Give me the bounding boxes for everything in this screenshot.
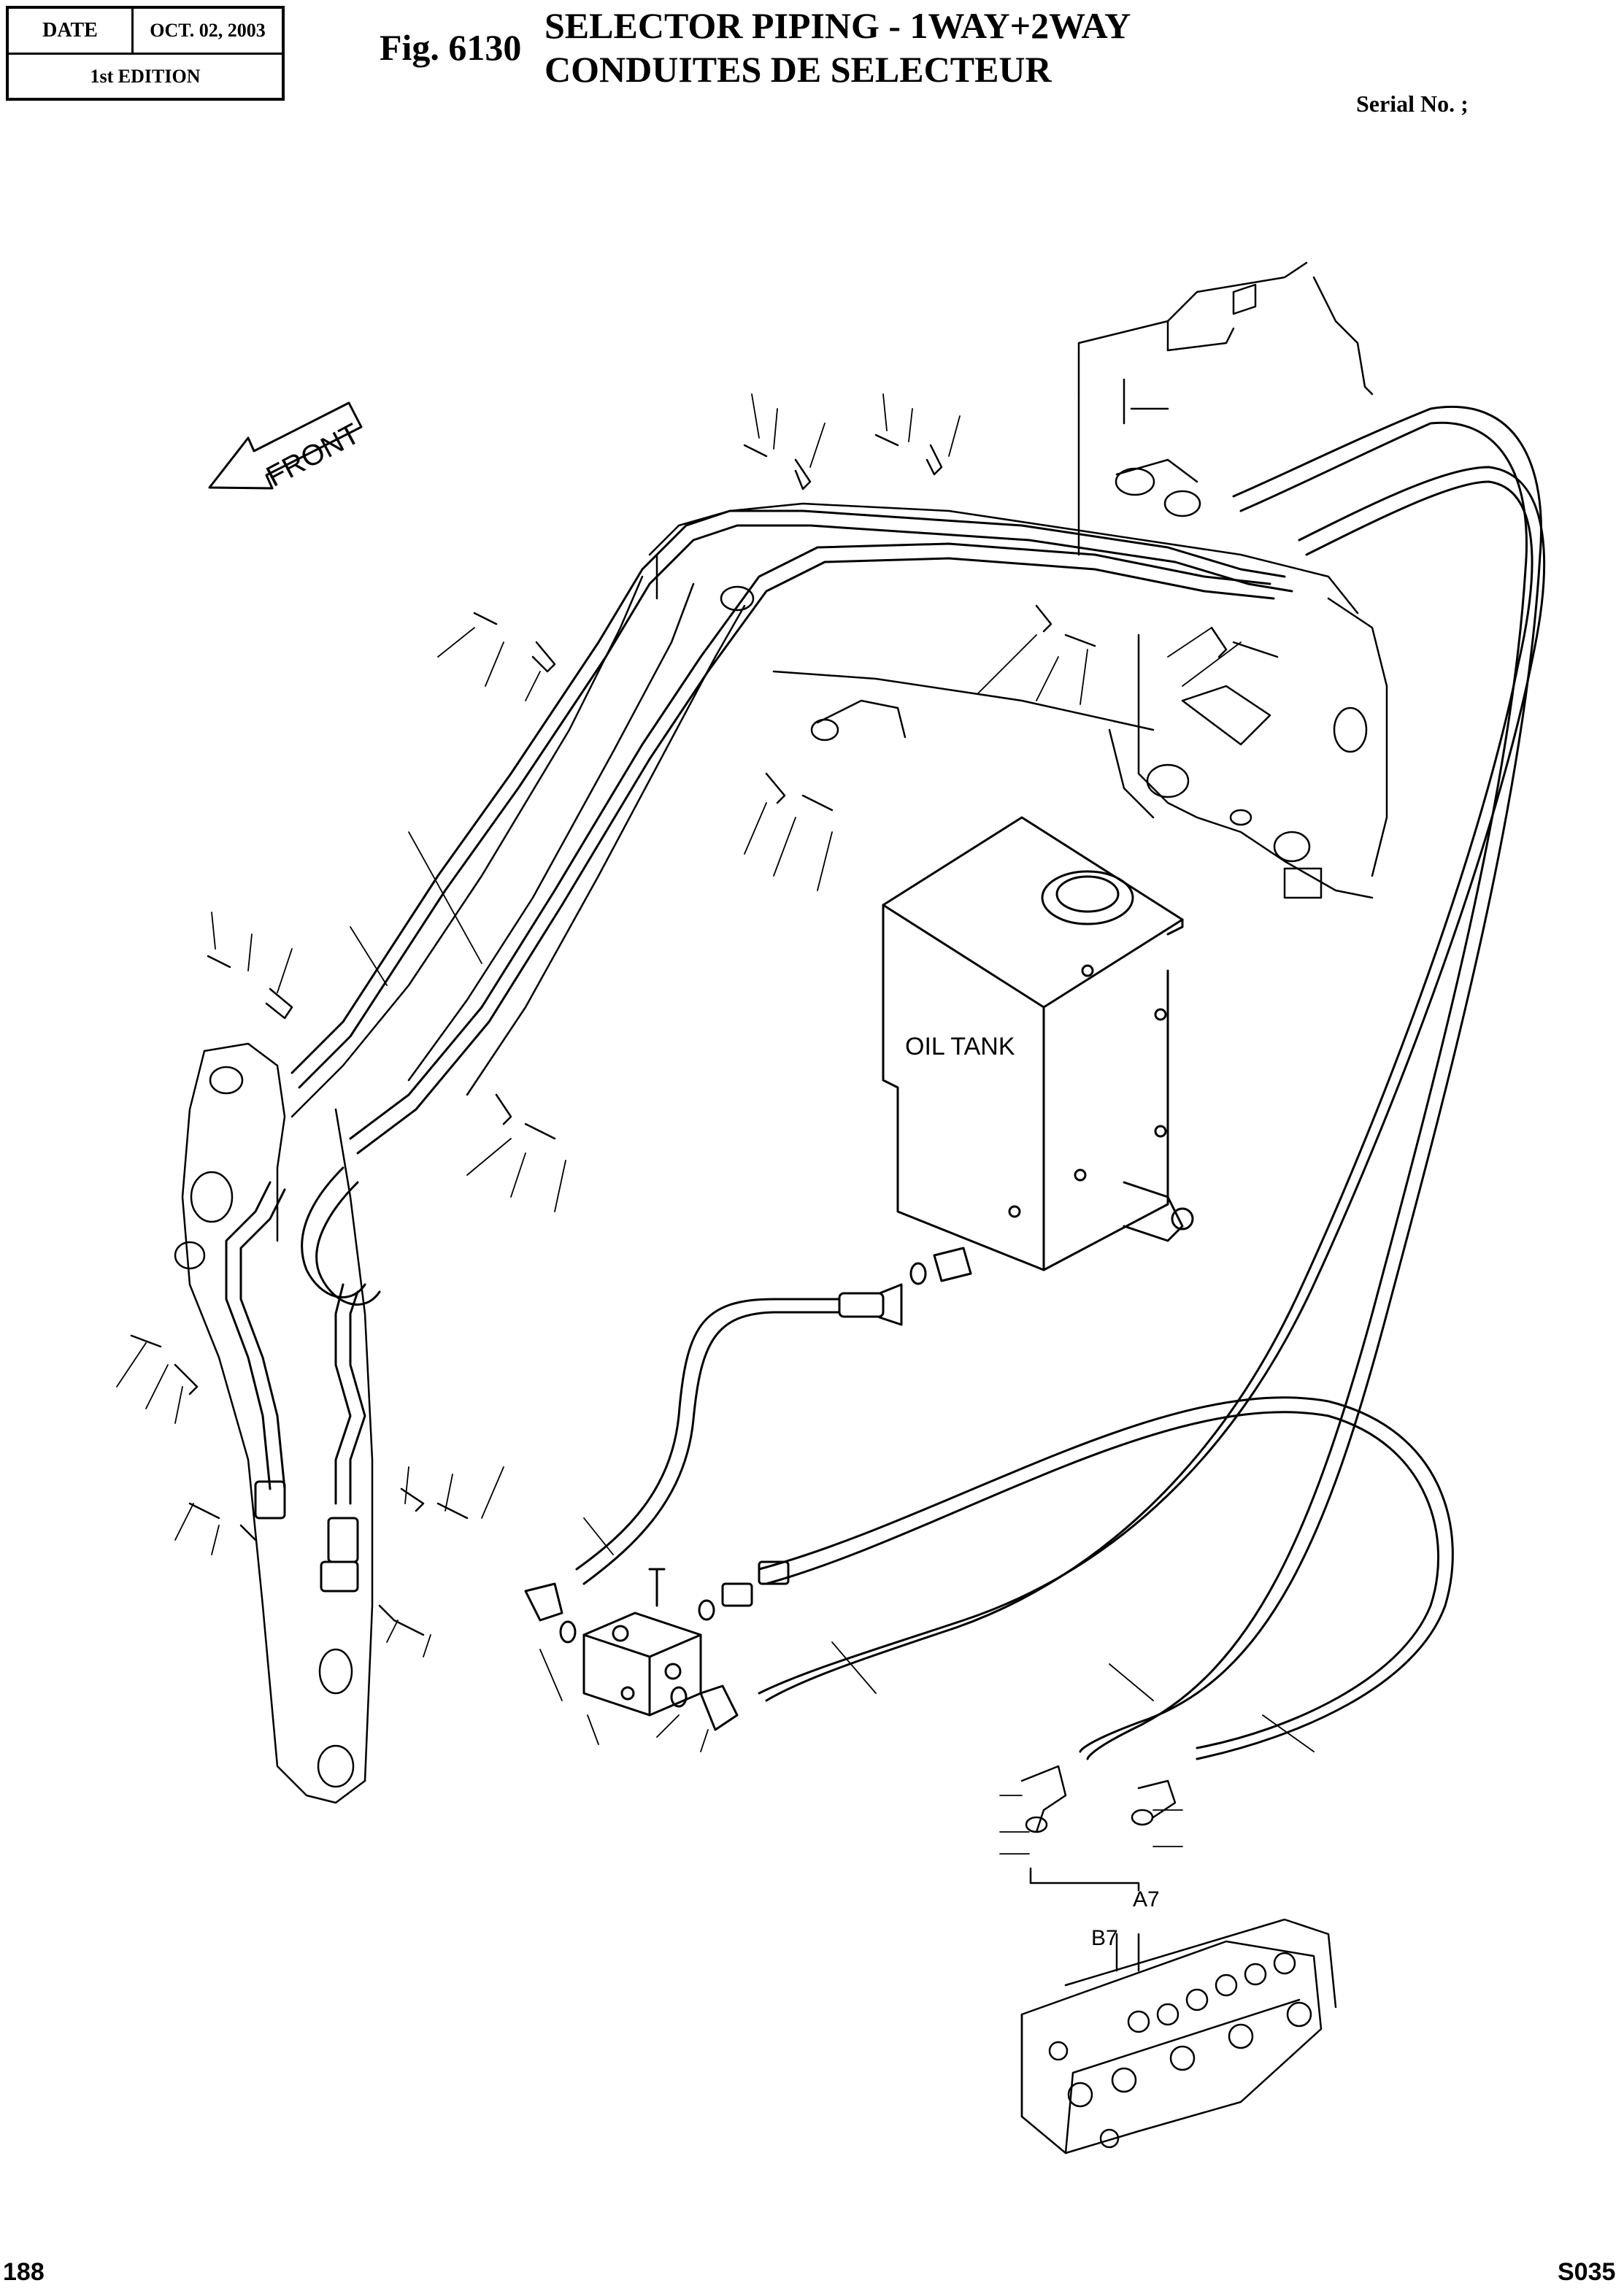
edition-label: 1st EDITION	[90, 66, 201, 87]
front-label: FRONT	[261, 417, 365, 493]
arm-outline	[174, 1042, 374, 1804]
clamp-bolts	[130, 434, 1279, 1636]
serial-number: Serial No. ;	[1356, 91, 1469, 117]
figure-number: Fig. 6130	[380, 27, 522, 68]
leader-lines	[116, 393, 1315, 1855]
title-english: SELECTOR PIPING - 1WAY+2WAY	[544, 5, 1131, 46]
selector-valve-block	[524, 1560, 790, 1731]
boom-outline	[290, 502, 1359, 1118]
header-box: DATE OCT. 02, 2003 1st EDITION	[6, 6, 285, 101]
port-a7-label: A7	[1133, 1887, 1160, 1911]
oil-tank-label: OIL TANK	[905, 1033, 1015, 1060]
arm-pipes	[225, 1166, 381, 1593]
date-label: DATE	[9, 9, 134, 53]
oil-tank	[882, 816, 1194, 1271]
title-french: CONDUITES DE SELECTEUR	[544, 49, 1052, 90]
tank-hose	[575, 1247, 972, 1585]
boom-pipes	[290, 509, 1293, 1155]
upper-frame	[1077, 261, 1374, 556]
document-code: S035	[1558, 2258, 1616, 2286]
control-valve	[1020, 1765, 1337, 2155]
boom-foot-bracket	[1108, 597, 1388, 899]
front-arrow-icon	[208, 401, 363, 490]
date-value: OCT. 02, 2003	[150, 20, 266, 41]
long-hoses	[758, 406, 1546, 1760]
header-date-row: DATE OCT. 02, 2003	[9, 9, 282, 55]
page-number: 188	[3, 2258, 45, 2286]
port-b7-label: B7	[1091, 1926, 1118, 1950]
